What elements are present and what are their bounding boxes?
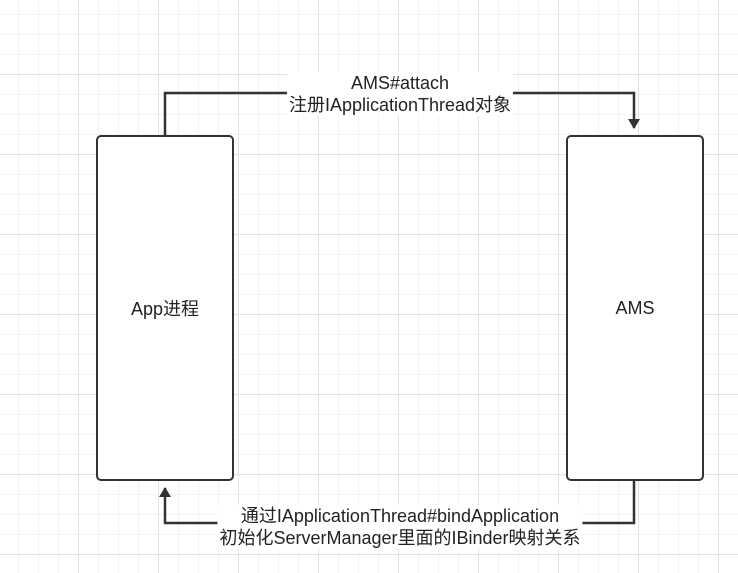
- bind-label-line2: 初始化ServerManager里面的IBinder映射关系: [219, 528, 581, 548]
- bind-edge-label: 通过IApplicationThread#bindApplication 初始化…: [217, 505, 583, 549]
- attach-label-line1: AMS#attach: [350, 73, 450, 93]
- attach-label-line2: 注册IApplicationThread对象: [288, 95, 512, 115]
- app-process-node[interactable]: App进程: [96, 135, 234, 481]
- ams-label: AMS: [615, 297, 655, 318]
- app-process-label: App进程: [130, 299, 200, 319]
- ams-node[interactable]: AMS: [566, 135, 704, 481]
- bind-label-line1: 通过IApplicationThread#bindApplication: [240, 506, 560, 526]
- attach-edge-label: AMS#attach 注册IApplicationThread对象: [286, 72, 514, 116]
